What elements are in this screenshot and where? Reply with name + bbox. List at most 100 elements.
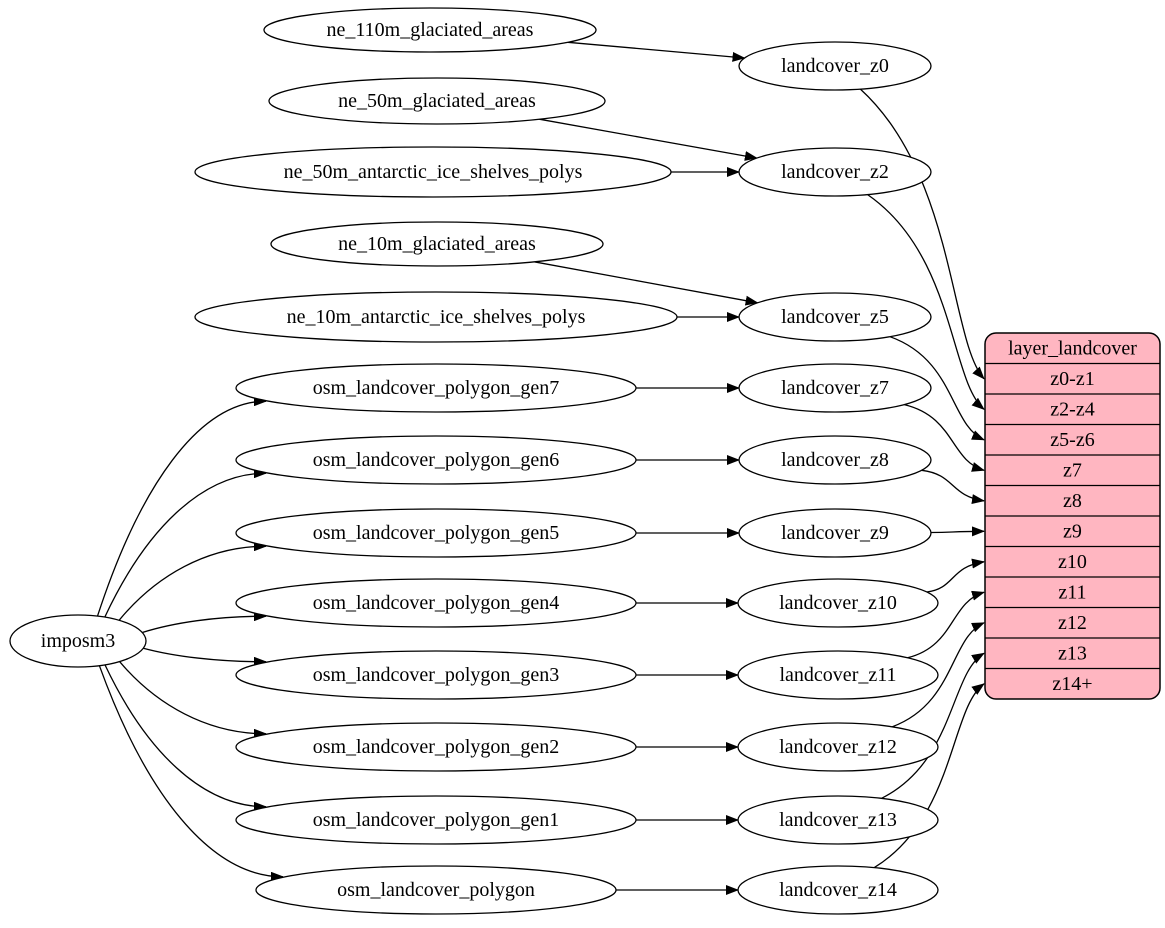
edge-imposm3-to-osm_landcover_polygon_gen2 xyxy=(119,661,267,739)
node-shape-landcover_z0 xyxy=(738,41,932,91)
node-landcover_z0: landcover_z0 xyxy=(738,41,932,91)
node-shape-landcover_z12 xyxy=(737,722,939,772)
node-shape-osm_landcover_polygon xyxy=(255,865,617,915)
node-shape-landcover_z11 xyxy=(737,650,939,700)
node-osm_landcover_polygon_gen2: osm_landcover_polygon_gen2 xyxy=(235,722,637,772)
node-landcover_z9: landcover_z9 xyxy=(738,508,932,558)
record-row-z11: z11 xyxy=(1058,581,1086,603)
edge-landcover_z14-to-layer_landcover:z14+ xyxy=(873,683,985,869)
node-label-landcover_z11: landcover_z11 xyxy=(780,664,897,686)
record-layer_landcover: layer_landcoverz0-z1z2-z4z5-z6z7z8z9z10z… xyxy=(984,332,1161,700)
edge-ne_110m_glaciated_areas-to-landcover_z0 xyxy=(567,41,746,62)
edge-imposm3-to-osm_landcover_polygon_gen5 xyxy=(118,541,267,621)
edge-imposm3-to-osm_landcover_polygon_gen7 xyxy=(96,396,267,617)
node-shape-landcover_z9 xyxy=(738,508,932,558)
node-label-landcover_z9: landcover_z9 xyxy=(781,522,889,544)
node-label-landcover_z5: landcover_z5 xyxy=(781,306,889,328)
node-shape-ne_110m_glaciated_areas xyxy=(263,7,597,53)
node-label-ne_50m_glaciated_areas: ne_50m_glaciated_areas xyxy=(338,90,536,112)
edge-landcover_z8-to-layer_landcover:z8 xyxy=(921,469,985,505)
node-osm_landcover_polygon_gen4: osm_landcover_polygon_gen4 xyxy=(235,578,637,628)
node-landcover_z5: landcover_z5 xyxy=(738,292,932,342)
node-shape-ne_50m_antarctic_ice_shelves_polys xyxy=(194,146,672,198)
node-osm_landcover_polygon_gen6: osm_landcover_polygon_gen6 xyxy=(235,435,637,485)
node-landcover_z10: landcover_z10 xyxy=(737,578,939,628)
edge-landcover_z5-to-layer_landcover:z5-z6 xyxy=(889,336,985,441)
edge-landcover_z0-to-layer_landcover:z0-z1 xyxy=(859,88,985,380)
node-osm_landcover_polygon_gen5: osm_landcover_polygon_gen5 xyxy=(235,508,637,558)
node-landcover_z11: landcover_z11 xyxy=(737,650,939,700)
node-label-osm_landcover_polygon_gen3: osm_landcover_polygon_gen3 xyxy=(313,664,560,686)
node-shape-landcover_z2 xyxy=(738,147,932,197)
node-osm_landcover_polygon: osm_landcover_polygon xyxy=(255,865,617,915)
record-row-z0-z1: z0-z1 xyxy=(1050,368,1094,390)
node-osm_landcover_polygon_gen3: osm_landcover_polygon_gen3 xyxy=(235,650,637,700)
node-shape-landcover_z8 xyxy=(738,435,932,485)
node-landcover_z12: landcover_z12 xyxy=(737,722,939,772)
node-label-osm_landcover_polygon: osm_landcover_polygon xyxy=(337,879,535,901)
node-label-osm_landcover_polygon_gen5: osm_landcover_polygon_gen5 xyxy=(313,522,560,544)
edge-landcover_z12-to-layer_landcover:z12 xyxy=(891,622,985,728)
node-label-ne_50m_antarctic_ice_shelves_polys: ne_50m_antarctic_ice_shelves_polys xyxy=(284,161,583,183)
node-label-osm_landcover_polygon_gen2: osm_landcover_polygon_gen2 xyxy=(313,736,560,758)
record-row-z12: z12 xyxy=(1058,612,1087,634)
node-label-imposm3: imposm3 xyxy=(41,630,115,652)
edge-imposm3-to-osm_landcover_polygon xyxy=(98,665,284,882)
node-shape-ne_10m_glaciated_areas xyxy=(270,221,604,267)
node-label-landcover_z10: landcover_z10 xyxy=(779,592,897,614)
edge-imposm3-to-osm_landcover_polygon_gen3 xyxy=(143,647,267,667)
node-shape-osm_landcover_polygon_gen6 xyxy=(235,435,637,485)
node-shape-osm_landcover_polygon_gen2 xyxy=(235,722,637,772)
node-landcover_z13: landcover_z13 xyxy=(737,795,939,845)
record-row-z5-z6: z5-z6 xyxy=(1050,429,1094,451)
node-label-ne_110m_glaciated_areas: ne_110m_glaciated_areas xyxy=(327,19,534,41)
node-shape-landcover_z10 xyxy=(737,578,939,628)
node-shape-ne_10m_antarctic_ice_shelves_polys xyxy=(194,291,678,343)
node-shape-landcover_z5 xyxy=(738,292,932,342)
node-label-landcover_z12: landcover_z12 xyxy=(779,736,897,758)
nodes-layer: imposm3 ne_110m_glaciated_areas ne_50m_gla… xyxy=(9,7,1161,915)
node-ne_50m_glaciated_areas: ne_50m_glaciated_areas xyxy=(268,77,606,125)
edge-imposm3-to-osm_landcover_polygon_gen1 xyxy=(104,664,267,812)
node-shape-osm_landcover_polygon_gen3 xyxy=(235,650,637,700)
node-label-ne_10m_glaciated_areas: ne_10m_glaciated_areas xyxy=(338,233,536,255)
node-shape-osm_landcover_polygon_gen5 xyxy=(235,508,637,558)
edge-landcover_z7-to-layer_landcover:z7 xyxy=(904,403,985,472)
record-row-z14+: z14+ xyxy=(1052,673,1092,695)
node-ne_50m_antarctic_ice_shelves_polys: ne_50m_antarctic_ice_shelves_polys xyxy=(194,146,672,198)
node-label-osm_landcover_polygon_gen7: osm_landcover_polygon_gen7 xyxy=(313,377,560,399)
node-shape-ne_50m_glaciated_areas xyxy=(268,77,606,125)
node-label-osm_landcover_polygon_gen1: osm_landcover_polygon_gen1 xyxy=(313,809,560,831)
node-label-landcover_z14: landcover_z14 xyxy=(779,879,897,901)
node-label-osm_landcover_polygon_gen4: osm_landcover_polygon_gen4 xyxy=(313,592,560,614)
record-row-z13: z13 xyxy=(1058,642,1087,664)
edge-ne_50m_glaciated_areas-to-landcover_z2 xyxy=(539,118,758,161)
node-shape-osm_landcover_polygon_gen7 xyxy=(235,363,637,413)
record-title: layer_landcover xyxy=(1008,337,1137,359)
edge-imposm3-to-osm_landcover_polygon_gen6 xyxy=(104,468,267,618)
node-landcover_z8: landcover_z8 xyxy=(738,435,932,485)
node-shape-osm_landcover_polygon_gen1 xyxy=(235,795,637,845)
record-row-z8: z8 xyxy=(1063,490,1082,512)
edge-landcover_z9-to-layer_landcover:z9 xyxy=(930,526,985,537)
node-ne_10m_antarctic_ice_shelves_polys: ne_10m_antarctic_ice_shelves_polys xyxy=(194,291,678,343)
node-label-ne_10m_antarctic_ice_shelves_polys: ne_10m_antarctic_ice_shelves_polys xyxy=(287,306,586,328)
edges-layer xyxy=(96,41,985,895)
edge-landcover_z11-to-layer_landcover:z11 xyxy=(907,590,985,659)
edge-landcover_z13-to-layer_landcover:z13 xyxy=(881,652,985,799)
node-label-landcover_z0: landcover_z0 xyxy=(781,55,889,77)
node-landcover_z2: landcover_z2 xyxy=(738,147,932,197)
record-row-z10: z10 xyxy=(1058,551,1087,573)
node-shape-imposm3 xyxy=(9,614,147,668)
node-imposm3: imposm3 xyxy=(9,614,147,668)
node-label-landcover_z13: landcover_z13 xyxy=(779,809,897,831)
edge-imposm3-to-osm_landcover_polygon_gen4 xyxy=(142,611,267,634)
edge-ne_10m_glaciated_areas-to-landcover_z5 xyxy=(534,261,759,306)
edge-landcover_z2-to-layer_landcover:z2-z4 xyxy=(867,194,985,410)
node-osm_landcover_polygon_gen1: osm_landcover_polygon_gen1 xyxy=(235,795,637,845)
node-label-osm_landcover_polygon_gen6: osm_landcover_polygon_gen6 xyxy=(313,449,560,471)
edge-landcover_z10-to-layer_landcover:z10 xyxy=(926,558,985,593)
node-shape-landcover_z7 xyxy=(738,363,932,413)
node-ne_110m_glaciated_areas: ne_110m_glaciated_areas xyxy=(263,7,597,53)
node-shape-osm_landcover_polygon_gen4 xyxy=(235,578,637,628)
